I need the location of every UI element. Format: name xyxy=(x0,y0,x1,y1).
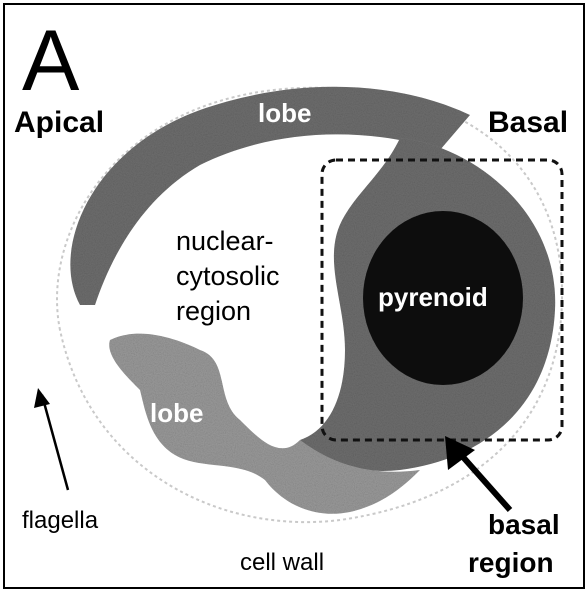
nuclear-label-line1: nuclear- xyxy=(176,226,274,256)
pyrenoid-label: pyrenoid xyxy=(378,282,488,312)
panel-letter: A xyxy=(22,13,80,109)
nuclear-label-line2: cytosolic xyxy=(176,261,280,291)
cell-wall-label: cell wall xyxy=(240,549,324,576)
flagella-label: flagella xyxy=(22,507,99,534)
lobe-bottom-label: lobe xyxy=(150,398,203,428)
apical-label: Apical xyxy=(14,106,104,139)
basal-label: Basal xyxy=(488,106,568,139)
nuclear-label-line3: region xyxy=(176,296,251,326)
basal-region-label-line2: region xyxy=(468,547,554,578)
basal-region-label-line1: basal xyxy=(488,509,560,540)
lobe-top-label: lobe xyxy=(258,98,311,128)
